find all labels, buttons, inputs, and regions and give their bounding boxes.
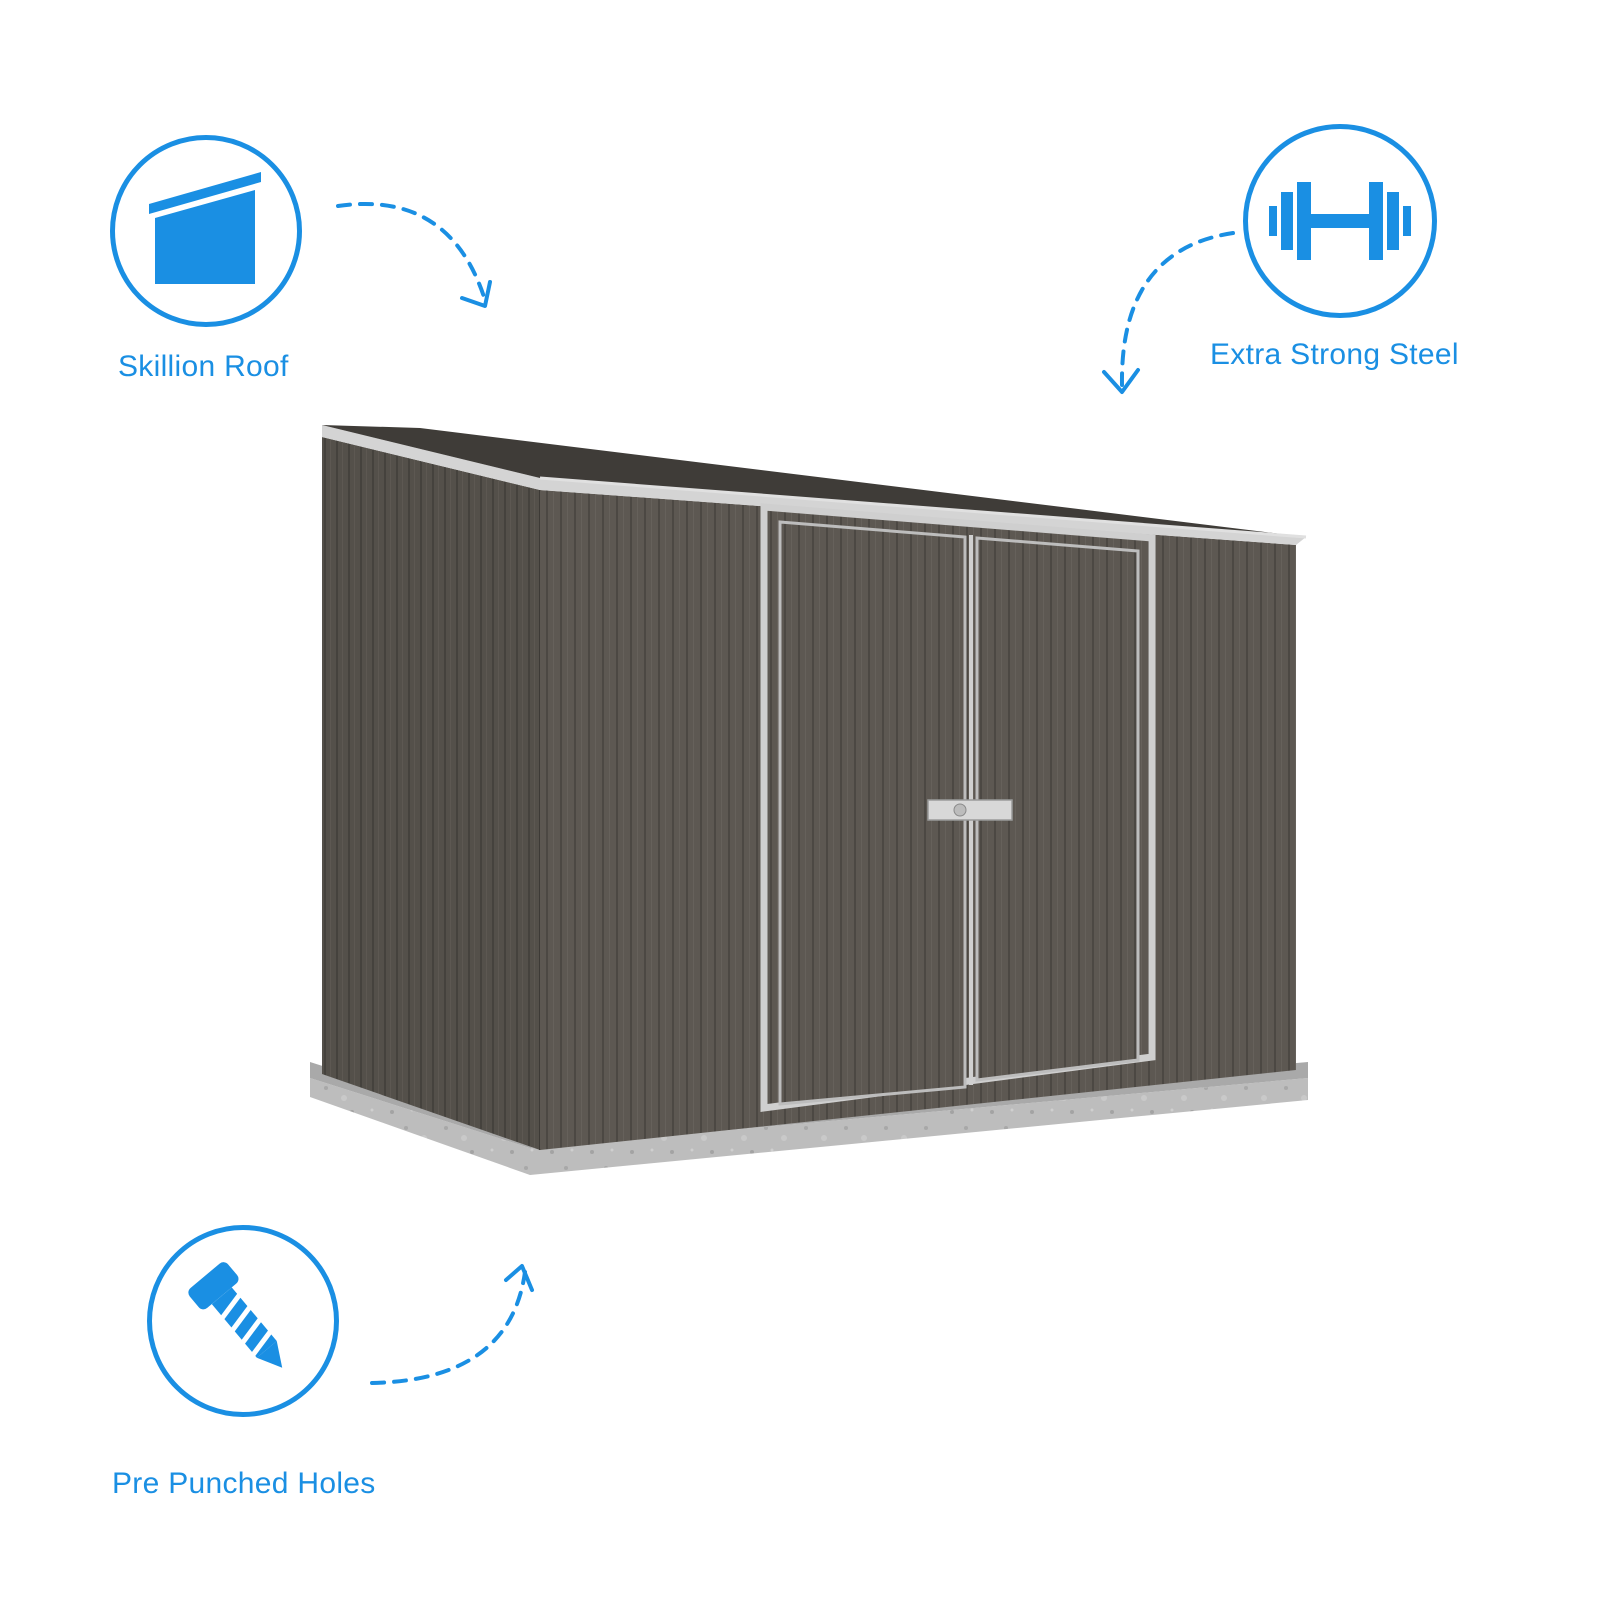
dumbbell-icon <box>1269 182 1411 260</box>
shed-doors <box>760 503 1156 1112</box>
pre-punched-holes-badge <box>147 1225 339 1417</box>
arrowhead-steel <box>1102 368 1140 394</box>
pre-punched-holes-label: Pre Punched Holes <box>112 1467 376 1500</box>
extra-strong-steel-badge <box>1243 124 1437 318</box>
arrow-roof <box>336 201 487 302</box>
arrowhead-roof <box>460 280 492 308</box>
door-latch <box>927 799 1013 821</box>
extra-strong-steel-label: Extra Strong Steel <box>1210 338 1459 371</box>
arrowhead-holes <box>504 1264 534 1292</box>
arrow-holes <box>370 1270 527 1385</box>
skillion-roof-label: Skillion Roof <box>118 350 289 383</box>
arrow-steel <box>1119 231 1235 387</box>
skillion-roof-icon <box>149 172 261 284</box>
skillion-roof-badge <box>110 135 302 327</box>
concrete-base <box>310 1062 1308 1175</box>
shed-roof <box>322 425 1307 545</box>
screw-icon <box>188 1262 283 1368</box>
